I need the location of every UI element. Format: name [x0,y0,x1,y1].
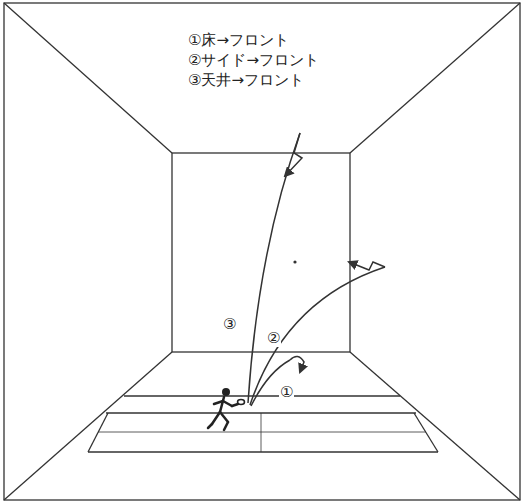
ball-mark [293,260,296,263]
outer-frame [4,3,520,500]
floor-line [88,451,438,452]
rebound-arrow [349,262,385,270]
floor-line [414,413,438,452]
player-figure [208,388,245,430]
callout-number: ③ [222,316,237,333]
wall-edge [350,3,520,153]
legend-note: ①床→フロント [188,32,289,49]
floor-line [88,413,108,452]
callout-number: ① [279,384,294,401]
ball-path [250,267,385,405]
wall-edge [4,352,172,500]
floor-line [124,395,400,396]
ball-path [248,133,300,403]
wall-edge [4,3,172,153]
front-wall [172,153,350,352]
floor-line [261,413,262,452]
callout-number: ② [266,330,281,347]
floor-line [98,432,426,433]
wall-edge [350,352,520,500]
legend-note: ②サイド→フロント [188,52,319,69]
legend-note: ③天井→フロント [188,72,304,89]
rebound-arrow [290,356,304,372]
rebound-arrow [285,133,302,176]
